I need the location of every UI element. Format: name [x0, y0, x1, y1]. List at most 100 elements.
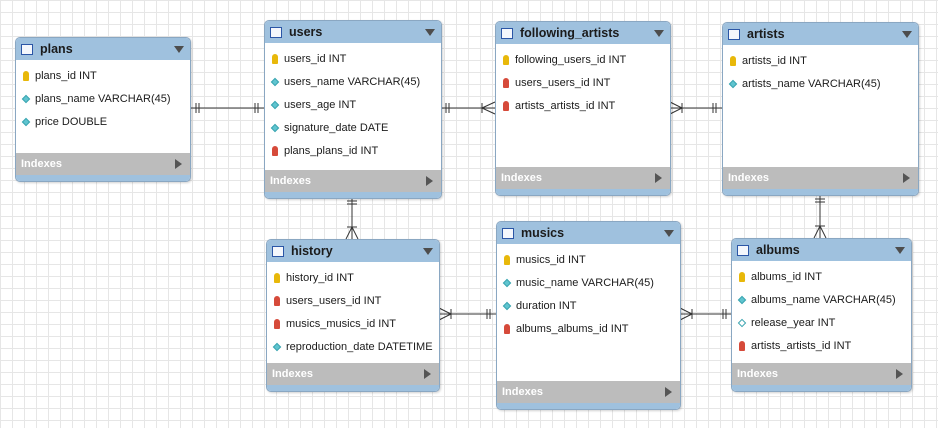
column-list: users_id INT users_name VARCHAR(45) users_… — [265, 43, 441, 162]
indexes-label: Indexes — [21, 158, 62, 170]
chevron-right-icon[interactable] — [175, 159, 182, 169]
column-label: users_age INT — [284, 98, 357, 111]
indexes-label: Indexes — [272, 368, 313, 380]
chevron-right-icon[interactable] — [665, 387, 672, 397]
column-row[interactable]: musics_musics_id INT — [267, 312, 439, 335]
column-row[interactable]: signature_date DATE — [265, 116, 441, 139]
table-icon — [501, 27, 513, 39]
column-icon — [21, 116, 31, 128]
column-row[interactable]: plans_id INT — [16, 64, 190, 87]
table-header[interactable]: history — [267, 240, 439, 262]
indexes-section[interactable]: Indexes — [732, 363, 911, 385]
table-following-artists[interactable]: following_artists following_users_id INT u… — [495, 21, 671, 196]
chevron-right-icon[interactable] — [903, 173, 910, 183]
chevron-right-icon[interactable] — [896, 369, 903, 379]
indexes-section[interactable]: Indexes — [723, 167, 918, 189]
column-row[interactable]: duration INT — [497, 294, 680, 317]
column-label: following_users_id INT — [515, 53, 627, 66]
column-row[interactable]: release_year INT — [732, 311, 911, 334]
chevron-down-icon[interactable] — [174, 45, 184, 53]
table-icon — [270, 26, 282, 38]
chevron-down-icon[interactable] — [423, 247, 433, 255]
column-row[interactable]: users_id INT — [265, 47, 441, 70]
column-label: price DOUBLE — [35, 115, 108, 128]
column-label: artists_id INT — [742, 54, 807, 67]
column-row[interactable]: artists_artists_id INT — [496, 94, 670, 117]
primary-key-icon — [21, 70, 31, 82]
table-artists[interactable]: artists artists_id INT artists_name VARCHA… — [722, 22, 919, 196]
column-icon — [502, 300, 512, 312]
column-row[interactable]: albums_albums_id INT — [497, 317, 680, 340]
foreign-key-icon — [737, 340, 747, 352]
column-label: music_name VARCHAR(45) — [516, 276, 654, 289]
column-icon — [737, 294, 747, 306]
column-row[interactable]: artists_id INT — [723, 49, 918, 72]
table-header[interactable]: following_artists — [496, 22, 670, 44]
table-title-plans: plans — [40, 42, 73, 56]
foreign-key-icon — [502, 323, 512, 335]
indexes-section[interactable]: Indexes — [497, 381, 680, 403]
column-list: artists_id INT artists_name VARCHAR(45) — [723, 45, 918, 95]
indexes-section[interactable]: Indexes — [16, 153, 190, 175]
column-label: users_name VARCHAR(45) — [284, 75, 421, 88]
column-row[interactable]: albums_name VARCHAR(45) — [732, 288, 911, 311]
column-label: artists_artists_id INT — [515, 99, 616, 112]
table-header[interactable]: artists — [723, 23, 918, 45]
chevron-down-icon[interactable] — [902, 30, 912, 38]
column-row[interactable]: plans_plans_id INT — [265, 139, 441, 162]
column-row[interactable]: reproduction_date DATETIME — [267, 335, 439, 358]
table-footer — [723, 189, 918, 195]
column-label: musics_id INT — [516, 253, 586, 266]
table-header[interactable]: users — [265, 21, 441, 43]
foreign-key-icon — [270, 145, 280, 157]
table-header[interactable]: plans — [16, 38, 190, 60]
column-row[interactable]: users_users_id INT — [496, 71, 670, 94]
primary-key-icon — [501, 54, 511, 66]
table-footer — [497, 403, 680, 409]
column-row[interactable]: artists_artists_id INT — [732, 334, 911, 357]
column-row[interactable]: following_users_id INT — [496, 48, 670, 71]
table-title-artists: artists — [747, 27, 785, 41]
column-icon — [270, 76, 280, 88]
indexes-section[interactable]: Indexes — [265, 170, 441, 192]
foreign-key-icon — [501, 100, 511, 112]
connector-artists-following-artists — [669, 101, 723, 115]
indexes-label: Indexes — [737, 368, 778, 380]
column-row[interactable]: plans_name VARCHAR(45) — [16, 87, 190, 110]
chevron-right-icon[interactable] — [426, 176, 433, 186]
column-row[interactable]: artists_name VARCHAR(45) — [723, 72, 918, 95]
column-row[interactable]: albums_id INT — [732, 265, 911, 288]
column-row[interactable]: price DOUBLE — [16, 110, 190, 133]
column-row[interactable]: users_name VARCHAR(45) — [265, 70, 441, 93]
table-header[interactable]: musics — [497, 222, 680, 244]
table-icon — [502, 227, 514, 239]
indexes-section[interactable]: Indexes — [267, 363, 439, 385]
column-label: release_year INT — [751, 316, 836, 329]
column-row[interactable]: musics_id INT — [497, 248, 680, 271]
chevron-down-icon[interactable] — [895, 246, 905, 254]
column-label: artists_artists_id INT — [751, 339, 852, 352]
chevron-down-icon[interactable] — [664, 229, 674, 237]
table-header[interactable]: albums — [732, 239, 911, 261]
connector-users-following-artists — [440, 101, 496, 115]
indexes-section[interactable]: Indexes — [496, 167, 670, 189]
column-row[interactable]: users_age INT — [265, 93, 441, 116]
column-row[interactable]: users_users_id INT — [267, 289, 439, 312]
column-row[interactable]: history_id INT — [267, 266, 439, 289]
primary-key-icon — [728, 55, 738, 67]
chevron-down-icon[interactable] — [425, 28, 435, 36]
chevron-right-icon[interactable] — [655, 173, 662, 183]
chevron-right-icon[interactable] — [424, 369, 431, 379]
table-musics[interactable]: musics musics_id INT music_name VARCHAR(45… — [496, 221, 681, 410]
column-row[interactable]: music_name VARCHAR(45) — [497, 271, 680, 294]
column-label: history_id INT — [286, 271, 354, 284]
table-title-musics: musics — [521, 226, 565, 240]
chevron-down-icon[interactable] — [654, 29, 664, 37]
connector-plans-users — [190, 103, 264, 113]
